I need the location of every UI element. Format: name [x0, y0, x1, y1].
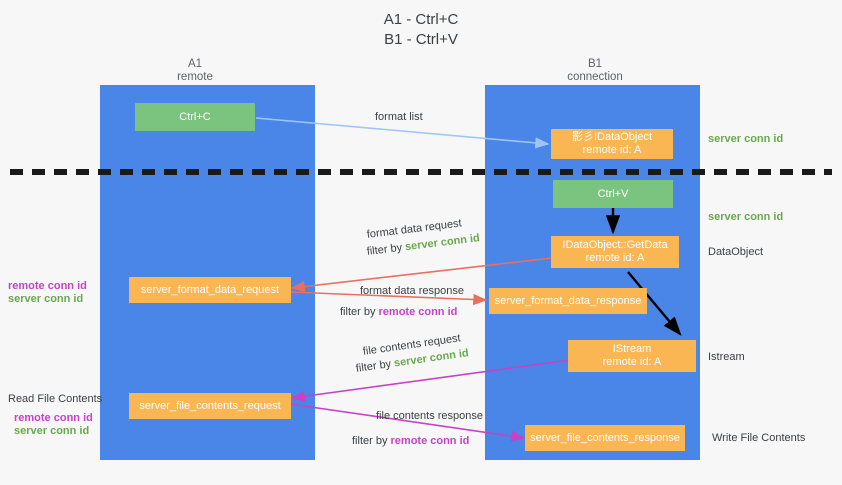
filter-by-text-1: filter by — [366, 241, 406, 258]
box-server-format-data-request[interactable]: server_format_data_request — [129, 277, 291, 303]
right-label-server-conn-id-mid: server conn id — [708, 211, 784, 223]
box-istream-title: IStream — [612, 343, 652, 355]
box-ctrl-c[interactable]: Ctrl+C — [135, 103, 255, 131]
box-idataobject-sub: remote id: A — [582, 144, 642, 156]
right-label-server-conn-id-top: server conn id — [708, 133, 784, 145]
box-server-file-contents-response[interactable]: server_file_contents_response — [525, 425, 685, 451]
box-server-file-contents-request-label: server_file_contents_request — [139, 399, 281, 412]
edge-label-format-list: format list — [375, 111, 423, 123]
remote-conn-id-text-1: remote conn id — [378, 306, 458, 318]
box-ctrl-v[interactable]: Ctrl+V — [553, 180, 673, 208]
box-idataobject-title: 影彡IDataObject — [571, 131, 653, 143]
left-label-remote-conn-id-2: remote conn id — [14, 412, 93, 424]
box-idataobject[interactable]: 影彡IDataObject remote id: A — [551, 129, 673, 159]
lane-header-a1-sub: remote — [177, 71, 213, 83]
edge-label-file-contents-response: file contents response — [376, 410, 484, 422]
box-ctrl-v-label: Ctrl+V — [597, 187, 629, 200]
left-label-server-conn-id-1: server conn id — [8, 293, 84, 305]
edge-label-format-data-response-filter: filter by remote conn id — [340, 305, 457, 319]
box-getdata-sub: remote id: A — [585, 252, 645, 264]
lane-header-b1: B1 connection — [520, 58, 670, 84]
box-server-format-data-request-label: server_format_data_request — [140, 283, 280, 296]
diagram-title: A1 - Ctrl+C B1 - Ctrl+V — [0, 10, 842, 50]
edge-label-file-contents-response-filter: filter by remote conn id — [352, 434, 469, 448]
title-line-1: A1 - Ctrl+C — [383, 11, 459, 28]
lane-header-a1-name: A1 — [187, 58, 203, 70]
box-server-file-contents-response-label: server_file_contents_response — [530, 431, 680, 444]
box-getdata-title: IDataObject::GetData — [562, 239, 668, 251]
right-label-write-file-contents: Write File Contents — [712, 432, 806, 444]
lane-header-a1: A1 remote — [120, 58, 270, 84]
filter-by-text-4: filter by — [352, 435, 391, 447]
filter-by-text-3: filter by — [355, 357, 395, 375]
box-istream[interactable]: IStream remote id: A — [568, 340, 696, 372]
box-ctrl-c-label: Ctrl+C — [179, 110, 211, 123]
box-istream-sub: remote id: A — [602, 356, 662, 368]
filter-by-text-2: filter by — [340, 306, 379, 318]
box-server-file-contents-request[interactable]: server_file_contents_request — [129, 393, 291, 419]
title-line-2: B1 - Ctrl+V — [384, 31, 458, 48]
box-idataobject-getdata[interactable]: IDataObject::GetData remote id: A — [551, 236, 679, 268]
box-server-format-data-response[interactable]: server_format_data_response — [489, 288, 647, 314]
box-server-format-data-response-label: server_format_data_response — [494, 294, 642, 307]
lane-header-b1-name: B1 — [587, 58, 603, 70]
right-label-dataobject: DataObject — [708, 246, 764, 258]
left-label-server-conn-id-2: server conn id — [14, 425, 90, 437]
left-label-remote-conn-id-1: remote conn id — [8, 280, 87, 292]
left-label-read-file-contents: Read File Contents — [8, 393, 103, 405]
lane-header-b1-sub: connection — [567, 71, 623, 83]
remote-conn-id-text-2: remote conn id — [390, 435, 470, 447]
edge-label-format-data-response: format data response — [360, 285, 464, 297]
right-label-istream: Istream — [708, 351, 745, 363]
